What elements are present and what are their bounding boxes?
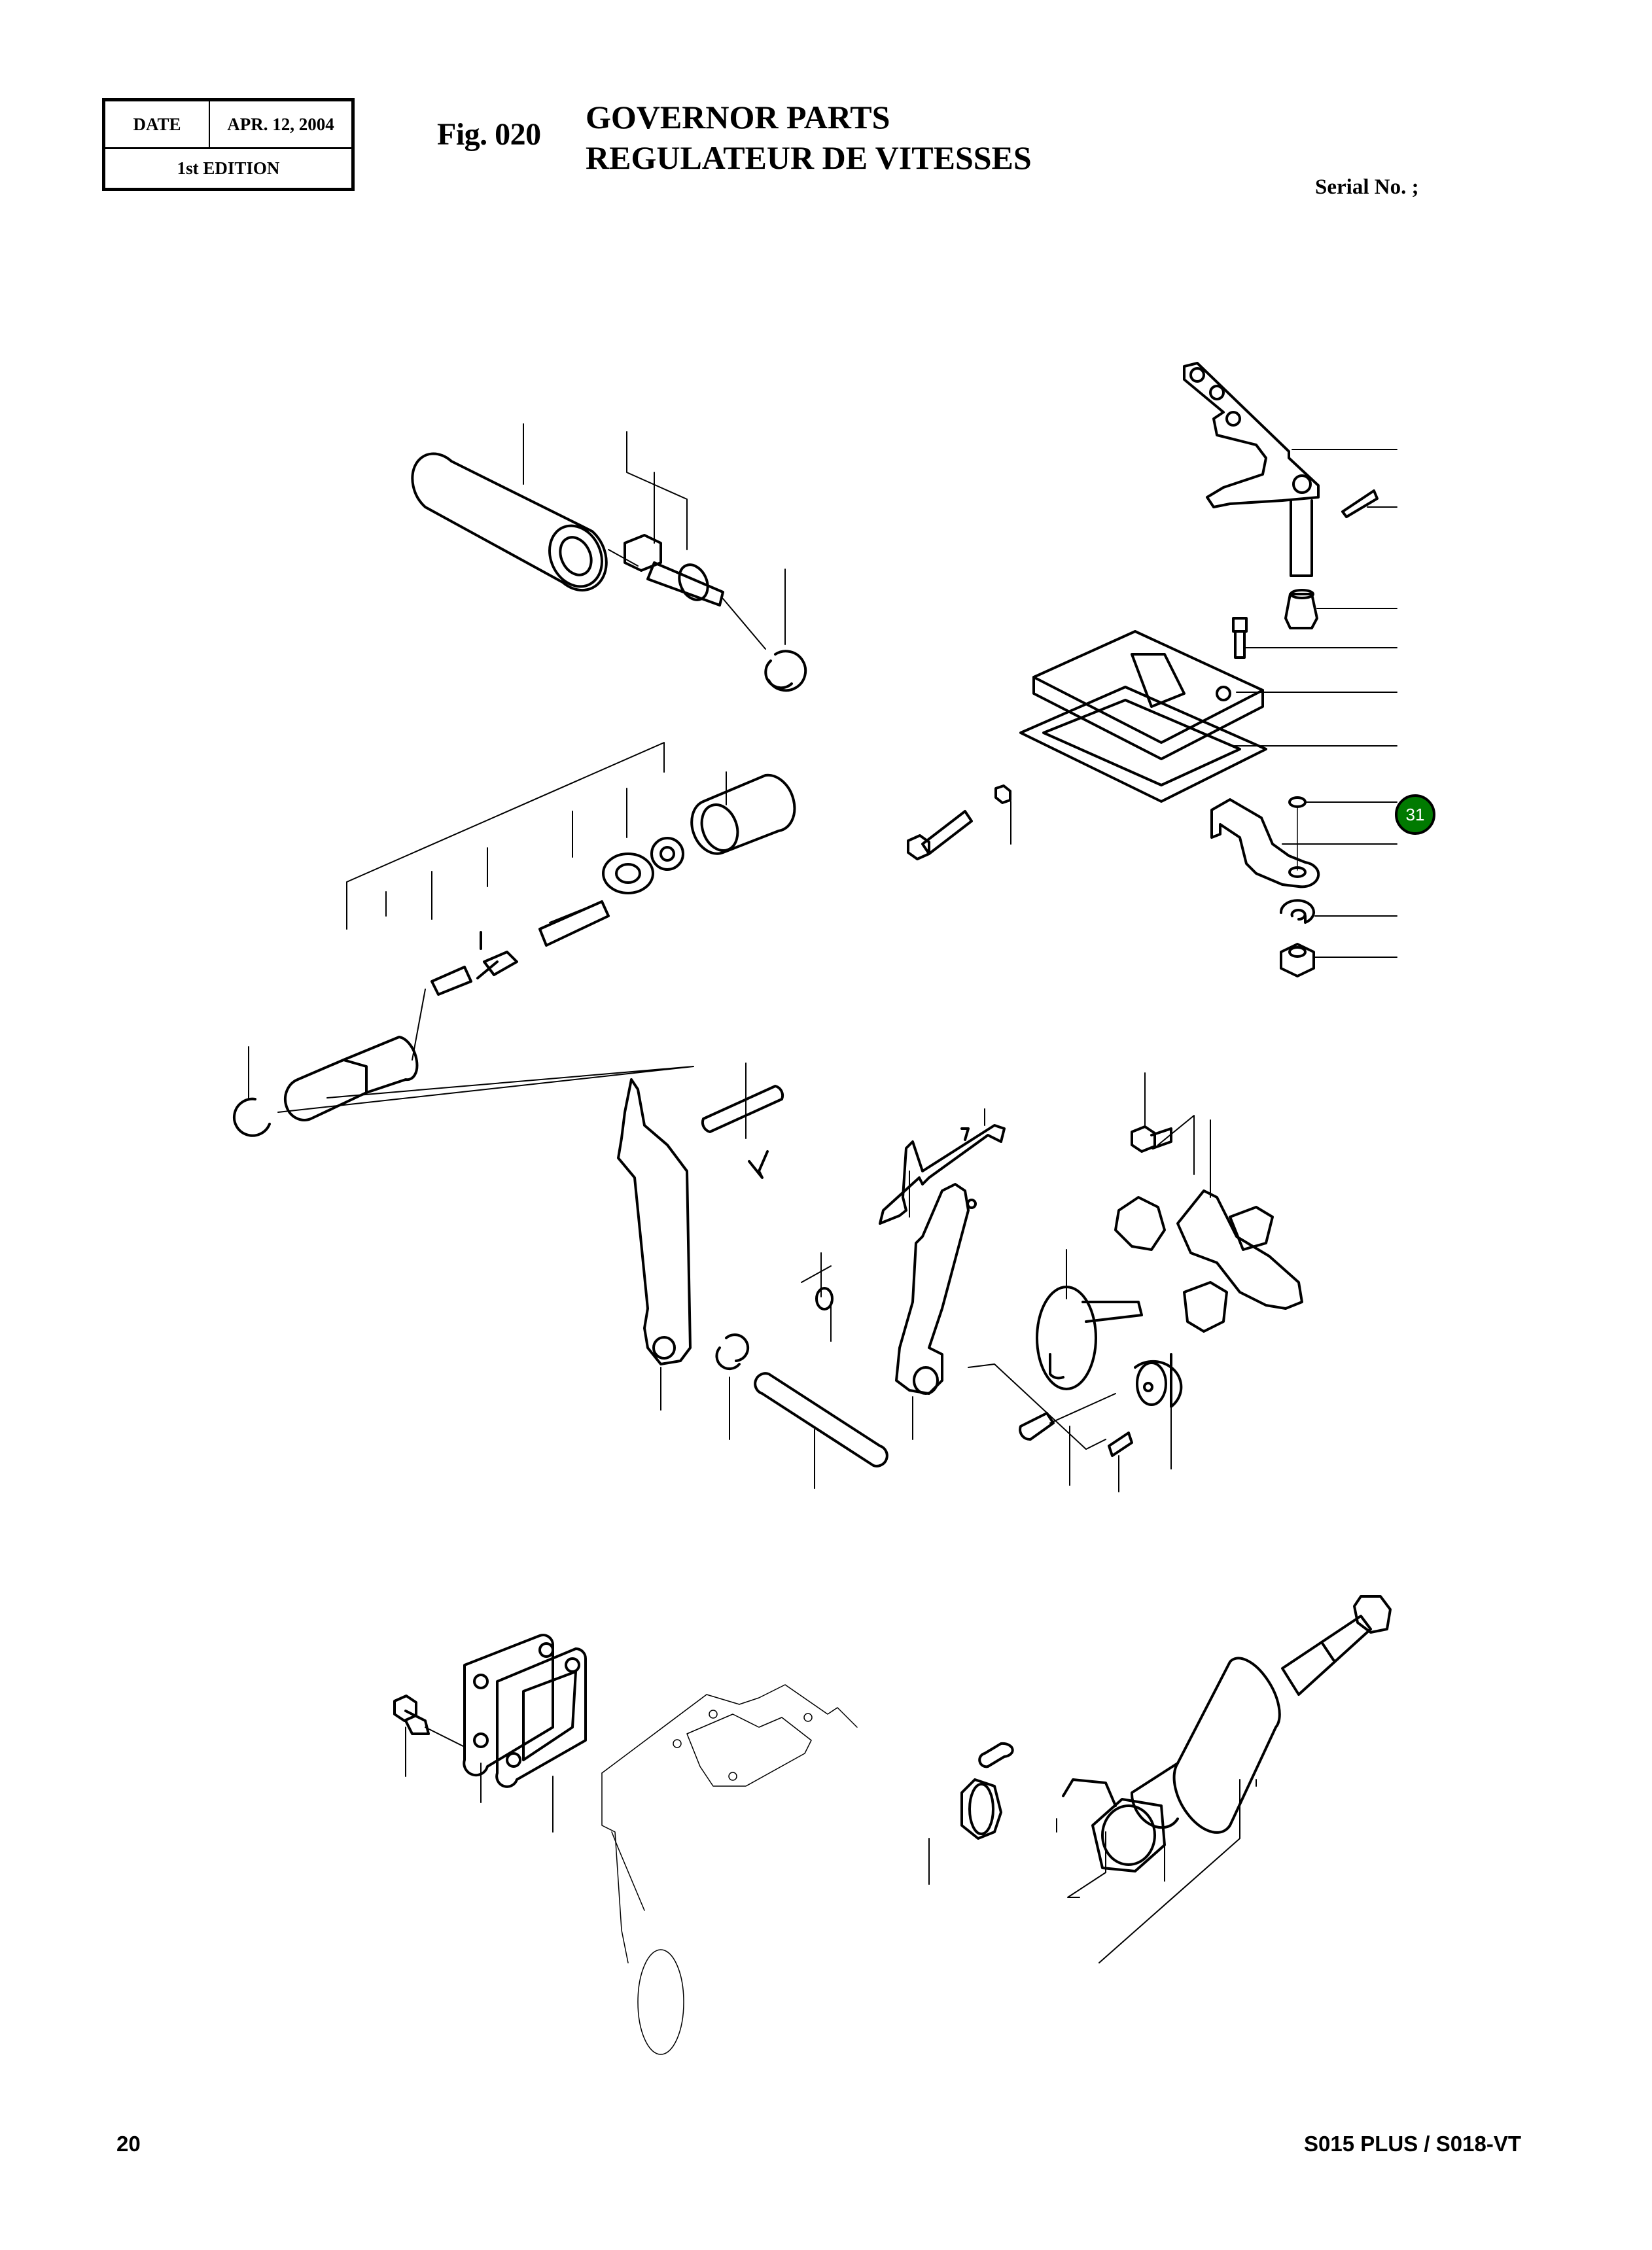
stop-solenoid-flange-assembly bbox=[393, 1634, 587, 1833]
edition-label: 1st EDITION bbox=[177, 158, 280, 178]
sleeve-assembly-upper bbox=[411, 423, 807, 692]
fork-lever-assembly bbox=[1183, 362, 1397, 629]
flyweight-assembly bbox=[1019, 1072, 1303, 1486]
stop-solenoid bbox=[928, 1595, 1392, 1963]
model-name: S015 PLUS / S018-VT bbox=[1304, 2132, 1521, 2156]
engine-block-outline bbox=[601, 1684, 858, 2055]
date-label: DATE bbox=[105, 101, 210, 147]
figure-number: Fig. 020 bbox=[437, 117, 541, 152]
page-title-french: REGULATEUR DE VITESSES bbox=[586, 139, 1032, 176]
page-number: 20 bbox=[116, 2132, 141, 2156]
spring-rod-assembly bbox=[232, 742, 796, 1137]
page-title-english: GOVERNOR PARTS bbox=[586, 99, 890, 135]
date-value: APR. 12, 2004 bbox=[227, 114, 334, 134]
governor-lever-assembly bbox=[617, 1063, 1133, 1492]
link-lever-assembly bbox=[1210, 796, 1397, 977]
date-row: DATE APR. 12, 2004 bbox=[105, 101, 351, 149]
callout-marker-31[interactable]: 31 bbox=[1395, 794, 1435, 835]
date-edition-table: DATE APR. 12, 2004 1st EDITION bbox=[102, 98, 355, 191]
serial-number-label: Serial No. ; bbox=[1315, 175, 1419, 199]
governor-cover-assembly bbox=[907, 617, 1397, 860]
